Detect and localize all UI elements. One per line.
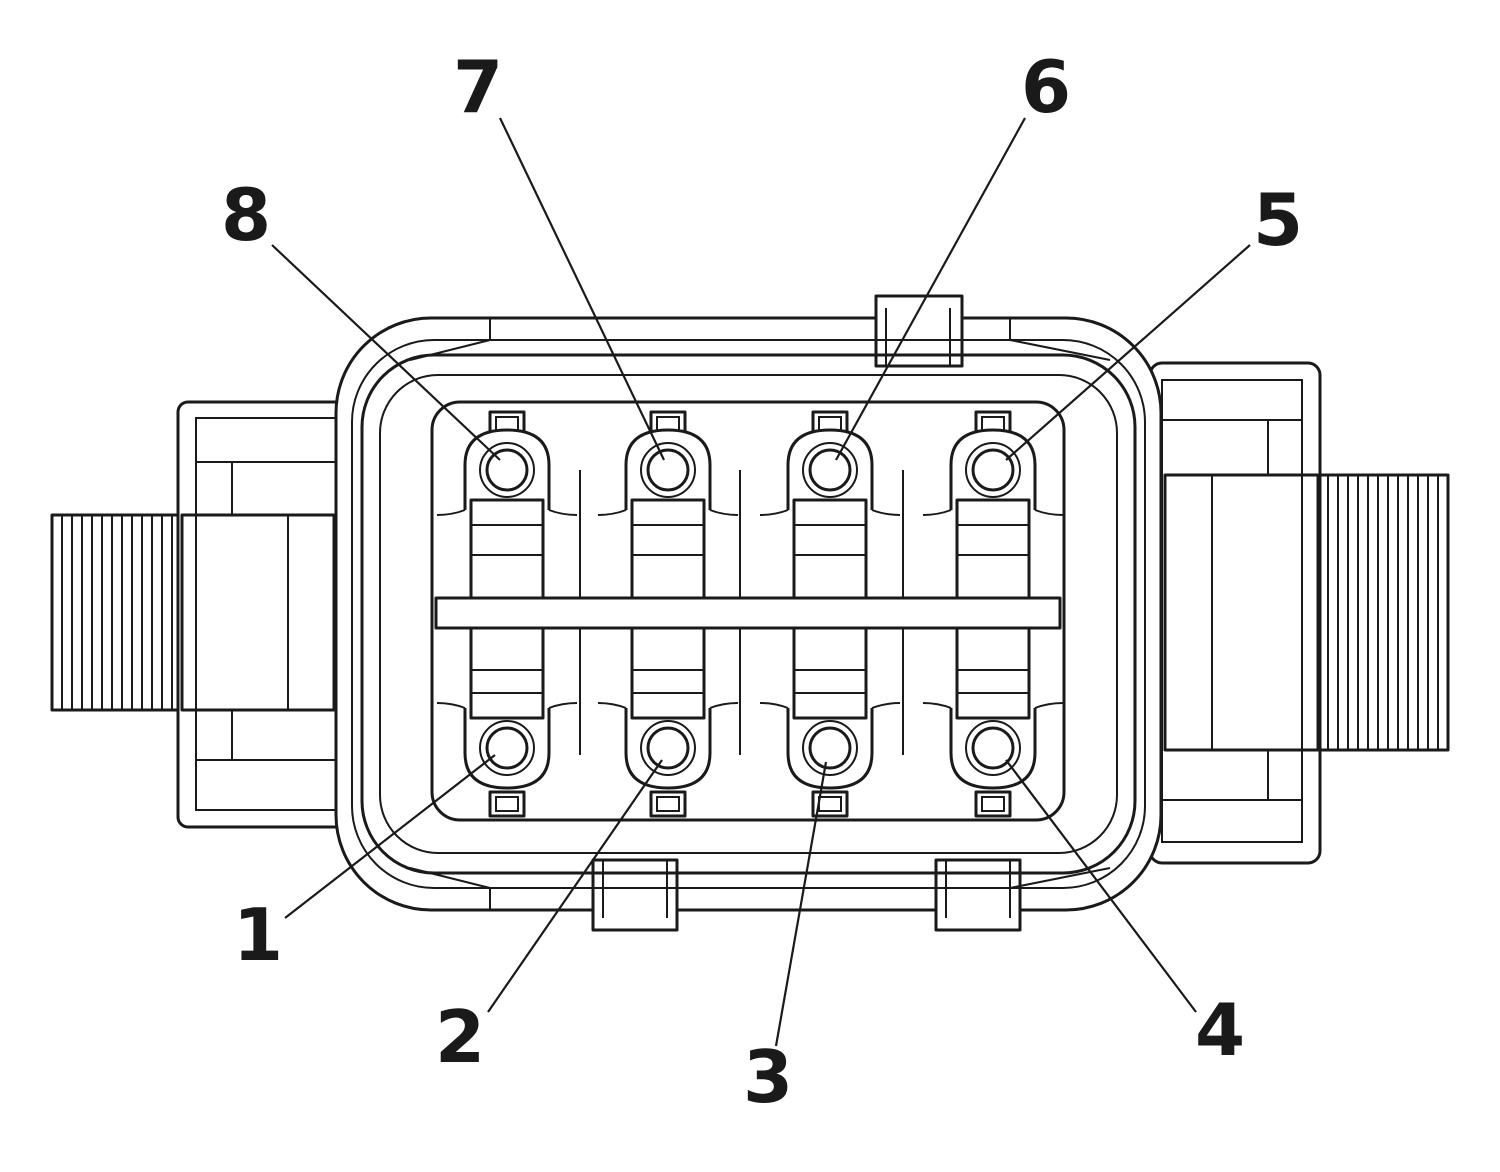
terminal-cavities (436, 410, 1064, 818)
terminal-cavity (436, 626, 578, 818)
leader-line-pin-2 (487, 759, 663, 1013)
left-cable-boot (50, 400, 348, 829)
terminal-cavity (759, 626, 901, 818)
terminal-cavity (922, 626, 1064, 818)
leader-line-pin-3 (774, 761, 828, 1047)
leader-line-pin-4 (1005, 759, 1197, 1013)
terminal-cavity (597, 410, 739, 600)
terminal-cavity (597, 626, 739, 818)
leader-line-pin-5 (1005, 244, 1251, 461)
pin-label-4: 4 (1195, 988, 1245, 1072)
right-cable-boot (1148, 361, 1450, 865)
pin-label-2: 2 (435, 995, 485, 1079)
terminal-cavity (436, 410, 578, 600)
pin-label-5: 5 (1253, 178, 1303, 262)
terminal-cavity (759, 410, 901, 600)
pin-label-1: 1 (233, 893, 283, 977)
pin-label-3: 3 (743, 1035, 793, 1119)
connector-housing (334, 294, 1163, 932)
pin-label-8: 8 (221, 173, 271, 257)
pin-label-7: 7 (453, 45, 503, 129)
pin-label-6: 6 (1021, 45, 1071, 129)
pin-leader-lines (271, 117, 1251, 1047)
leader-line-pin-1 (284, 754, 496, 919)
leader-line-pin-6 (835, 117, 1026, 461)
terminal-cavity (922, 410, 1064, 600)
leader-line-pin-7 (499, 117, 665, 461)
leader-line-pin-8 (271, 244, 501, 461)
pin-labels: 1 2 3 4 5 6 7 8 (221, 45, 1303, 1119)
